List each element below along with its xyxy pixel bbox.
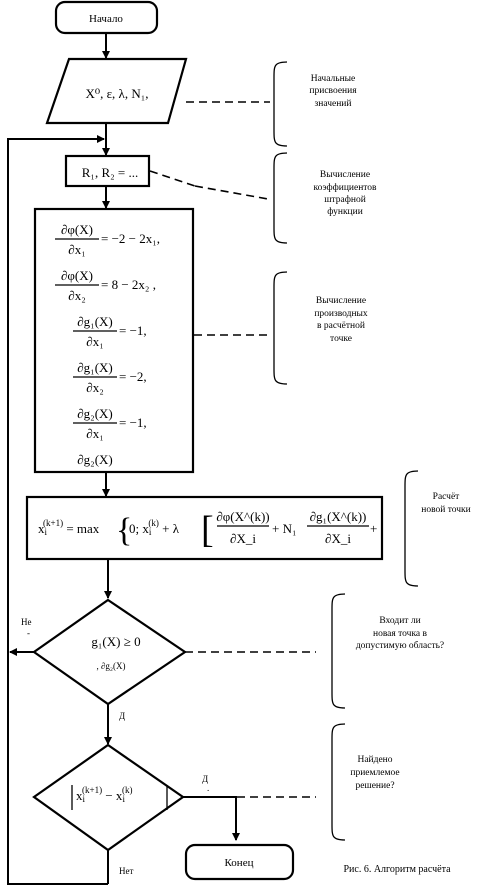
penalty-expression: R₁, R₂ = ... — [82, 165, 139, 180]
svg-text:точке: точке — [330, 334, 352, 344]
decision1-no-label: Не — [21, 617, 32, 627]
frac2-denominator: ∂X_i — [325, 531, 351, 546]
annotation-new-point: Расчёт новой точки — [421, 492, 470, 515]
annotation-bracket-4 — [404, 470, 419, 587]
svg-text:коэффициентов: коэффициентов — [313, 182, 377, 193]
end-label: Конец — [225, 857, 254, 869]
decision1-expression: g₁(X) ≥ 0 — [91, 634, 140, 649]
derivative-denominator: ∂x₁ — [86, 334, 103, 349]
derivative-equations: ∂φ(X) ∂x₁ = −2 − 2x₁, ∂φ(X) ∂x₂ = 8 − 2x₂ , ∂g… — [55, 222, 160, 467]
annotation-derivatives: Вычисление производных в расчётной точке — [314, 296, 368, 344]
end-terminator — [184, 843, 295, 881]
decision1-no-tick: - — [27, 628, 30, 638]
derivative-rhs: = −2, — [119, 369, 147, 384]
svg-text:Входит ли: Входит ли — [379, 616, 420, 626]
input-expression: X⁰, ε, λ, N₁, — [85, 86, 148, 101]
derivative-numerator: ∂g₁(X) — [77, 314, 113, 329]
derivative-denominator: ∂x₂ — [68, 288, 85, 303]
penalty-coefficients-box — [64, 154, 151, 188]
decision1-clipped-text: , ∂g₂(X) — [96, 661, 125, 671]
svg-text:функции: функции — [327, 206, 363, 217]
annotation-feasibility: Входит ли новая точка в допустимую облас… — [356, 616, 444, 651]
derivative-numerator: ∂φ(X) — [61, 222, 93, 237]
arrow-decision2-yes — [183, 796, 240, 841]
svg-text:штрафной: штрафной — [324, 194, 366, 205]
dashed-connector-2a — [149, 170, 196, 187]
svg-text:значений: значений — [315, 98, 352, 109]
svg-text:допустимую область?: допустимую область? — [356, 640, 444, 651]
derivative-denominator: ∂x₂ — [86, 380, 103, 395]
new-point-formula: xi(k+1) = max { 0; xi(k) + λ [ ∂φ(X^(k))… — [38, 509, 377, 551]
frac1-numerator: ∂φ(X^(k)) — [216, 509, 269, 524]
annotation-solution-found: Найдено приемлемое решение? — [350, 754, 399, 791]
derivative-rhs: = 8 − 2x₂ , — [101, 277, 156, 292]
derivative-rhs: = −2 − 2x₁, — [101, 231, 160, 246]
svg-text:в расчётной: в расчётной — [317, 320, 365, 331]
formula-part1: 0; xi(k) + λ — [129, 518, 180, 537]
annotation-penalty: Вычисление коэффициентов штрафной функци… — [313, 170, 377, 217]
derivatives-box — [33, 207, 195, 474]
svg-text:Расчёт: Расчёт — [433, 492, 461, 502]
decision1-yes-label: Д — [119, 711, 125, 721]
svg-text:Вычисление: Вычисление — [316, 296, 366, 306]
frac1-denominator: ∂X_i — [230, 531, 256, 546]
svg-text:xi(k+1) − xi(k): xi(k+1) − xi(k) — [76, 785, 132, 804]
decision2-no-label: Нет — [119, 866, 133, 876]
derivative-numerator: ∂φ(X) — [61, 268, 93, 283]
decision2-yes-label: Д — [202, 774, 208, 784]
annotation-bracket-6 — [331, 723, 346, 841]
svg-text:приемлемое: приемлемое — [350, 768, 399, 778]
svg-text:Вычисление: Вычисление — [320, 170, 370, 180]
formula-brace: { — [116, 512, 132, 549]
feasibility-decision — [32, 598, 187, 706]
formula-plus-n: + N₁ — [272, 521, 297, 536]
decision2-yes-tick: . — [207, 783, 209, 793]
annotation-bracket-1 — [273, 61, 288, 147]
input-parallelogram — [45, 57, 188, 125]
derivative-numerator: ∂g₂(X) — [77, 452, 113, 467]
svg-text:Найдено: Найдено — [357, 754, 392, 765]
svg-text:производных: производных — [314, 309, 368, 319]
frac2-numerator: ∂g₁(X^(k)) — [310, 509, 367, 524]
derivative-denominator: ∂x₁ — [86, 426, 103, 441]
annotation-bracket-2 — [273, 152, 288, 244]
derivative-denominator: ∂x₁ — [68, 242, 85, 257]
formula-bracket: [ — [201, 509, 214, 551]
svg-text:новая точка в: новая точка в — [373, 629, 428, 639]
svg-text:решение?: решение? — [355, 781, 394, 791]
derivative-rhs: = −1, — [119, 415, 147, 430]
figure-caption: Рис. 6. Алгоритм расчёта — [343, 864, 451, 875]
loop-return-line — [7, 135, 108, 885]
annotation-initial-values: Начальные присвоения значений — [309, 74, 357, 109]
svg-text:Начальные: Начальные — [311, 74, 356, 84]
derivative-rhs: = −1, — [119, 323, 147, 338]
annotation-bracket-5 — [331, 593, 346, 709]
annotation-bracket-3 — [273, 271, 288, 385]
svg-text:присвоения: присвоения — [309, 86, 357, 96]
formula-tail: + — [370, 521, 377, 536]
derivative-numerator: ∂g₂(X) — [77, 406, 113, 421]
derivative-numerator: ∂g₁(X) — [77, 360, 113, 375]
dashed-connector-2b — [194, 185, 269, 200]
new-point-box — [25, 495, 384, 561]
svg-text:новой точки: новой точки — [421, 504, 470, 515]
start-label: Начало — [89, 13, 123, 25]
